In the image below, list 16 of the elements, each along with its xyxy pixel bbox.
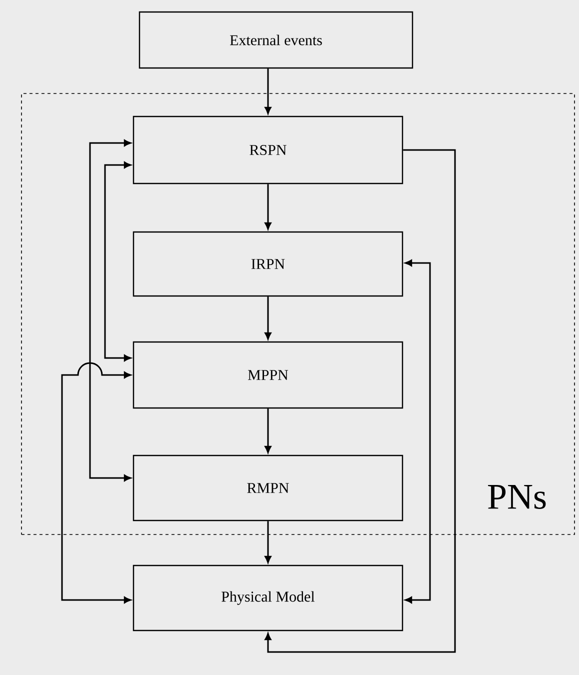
- arrow: [89, 140, 131, 482]
- process-box: External events: [138, 11, 414, 69]
- process-box: RSPN: [132, 116, 404, 184]
- process-box: IRPN: [132, 231, 404, 297]
- arrow: [264, 296, 272, 340]
- process-box: RMPN: [132, 454, 404, 522]
- arrow: [104, 162, 131, 362]
- process-box: Physical Model: [132, 564, 404, 632]
- arrow: [405, 260, 431, 604]
- arrow: [264, 149, 456, 653]
- arrow: [264, 408, 272, 454]
- arrow: [61, 362, 131, 604]
- arrow: [264, 184, 272, 230]
- arrow: [264, 68, 272, 114]
- arrow: [264, 521, 272, 564]
- process-box: MPPN: [132, 341, 404, 409]
